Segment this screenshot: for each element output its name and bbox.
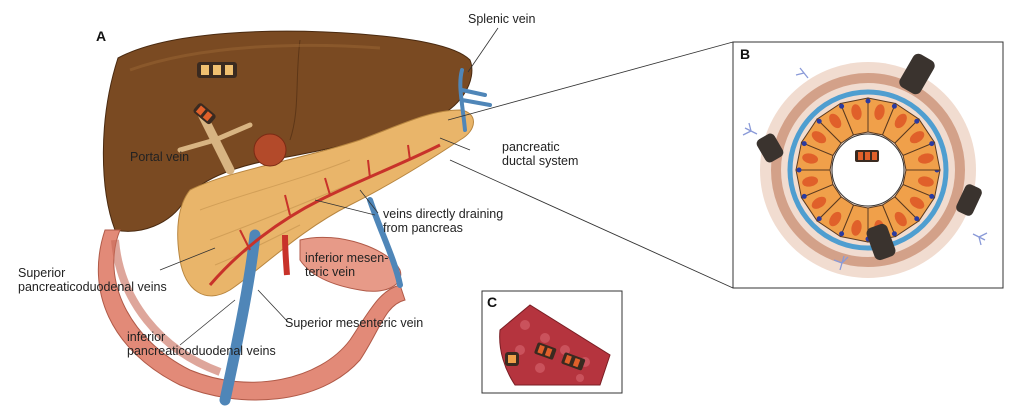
label-pancreatic-ductal-system: pancreatic ductal system	[502, 140, 578, 168]
panel-b-box	[733, 42, 1003, 288]
duct-cell-icon-3	[505, 352, 519, 366]
label-superior-mesenteric-vein: Superior mesenteric vein	[285, 316, 423, 330]
label-inferior-mesenteric-vein: inferior mesen- teric vein	[305, 251, 388, 279]
junction-marker	[802, 194, 807, 199]
label-superior-pancreaticoduodenal: Superior pancreaticoduodenal veins	[18, 266, 167, 294]
junction-marker	[914, 119, 919, 124]
junction-marker	[802, 141, 807, 146]
label-inferior-pancreaticoduodenal: inferior pancreaticoduodenal veins	[127, 330, 276, 358]
label-splenic-vein: Splenic vein	[468, 12, 535, 26]
junction-marker	[797, 168, 802, 173]
panel-c-box	[482, 291, 622, 393]
junction-marker	[929, 141, 934, 146]
panel-label-b: B	[740, 46, 750, 62]
gallbladder	[254, 134, 286, 166]
junction-marker	[929, 194, 934, 199]
liver-cell-icon	[197, 62, 237, 78]
zoom-lines	[448, 42, 733, 288]
junction-marker	[817, 119, 822, 124]
artery-segment	[285, 235, 287, 275]
panel-label-a: A	[96, 28, 106, 44]
duct-lumen	[832, 134, 904, 206]
panel-label-c: C	[487, 294, 497, 310]
label-portal-vein: Portal vein	[130, 150, 189, 164]
junction-marker	[817, 216, 822, 221]
junction-marker	[839, 104, 844, 109]
junction-marker	[892, 104, 897, 109]
junction-marker	[839, 231, 844, 236]
junction-marker	[914, 216, 919, 221]
junction-marker	[892, 231, 897, 236]
label-veins-draining: veins directly draining from pancreas	[383, 207, 503, 235]
junction-marker	[866, 99, 871, 104]
lumen-cell-icon	[855, 150, 879, 162]
